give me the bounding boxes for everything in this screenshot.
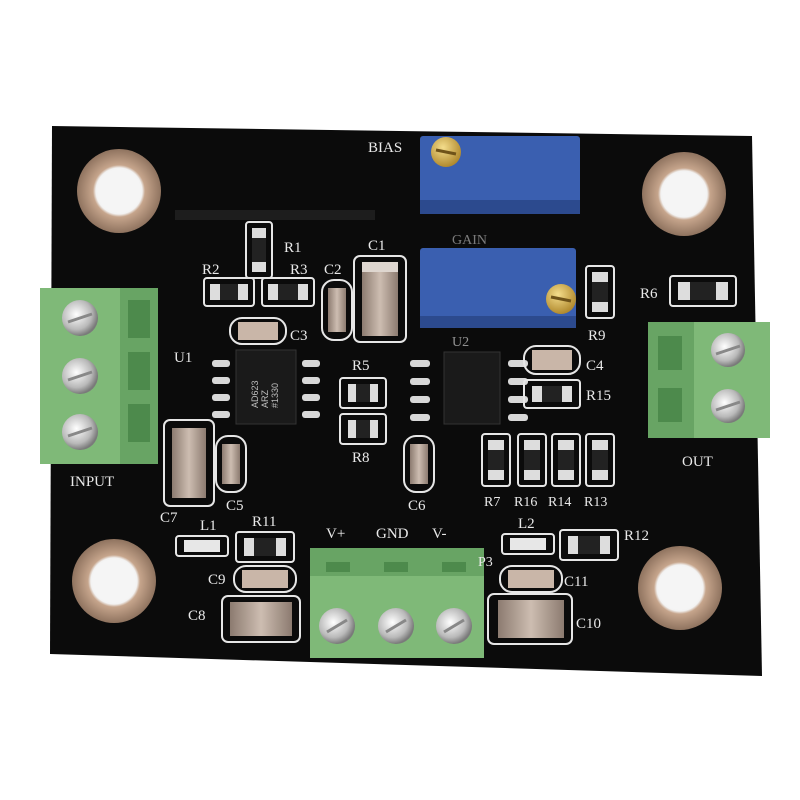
r1-resistor (245, 221, 273, 279)
r14-resistor (551, 433, 581, 487)
r3-label: R3 (290, 262, 308, 278)
input-terminal-block[interactable] (40, 288, 158, 464)
u2-label: U2 (452, 335, 469, 350)
c3-capacitor (229, 317, 287, 345)
l1-label: L1 (200, 518, 217, 534)
u1-marking-1: AD623 (250, 380, 260, 408)
c5-capacitor (215, 435, 247, 493)
c4-capacitor (523, 345, 581, 375)
r16-resistor (517, 433, 547, 487)
gnd-label: GND (376, 526, 409, 542)
r9-label: R9 (588, 328, 606, 344)
r8-label: R8 (352, 450, 370, 466)
c11-label: C11 (564, 574, 588, 590)
r8-resistor (339, 413, 387, 445)
c10-label: C10 (576, 616, 601, 632)
u1-label: U1 (174, 350, 192, 366)
r11-label: R11 (252, 514, 276, 530)
l1-inductor (175, 535, 229, 557)
mounting-hole-bottom-right (638, 546, 722, 630)
r1-label: R1 (284, 240, 302, 256)
input-label: INPUT (70, 474, 114, 490)
r7-resistor (481, 433, 511, 487)
mounting-hole-top-right (642, 152, 726, 236)
vplus-label: V+ (326, 526, 345, 542)
board-shadow-strip (175, 210, 375, 220)
r9-resistor (585, 265, 615, 319)
vminus-label: V- (432, 526, 446, 542)
c6-capacitor (403, 435, 435, 493)
r6-label: R6 (640, 286, 658, 302)
c2-capacitor (321, 279, 353, 341)
c1-label: C1 (368, 238, 386, 254)
gain-label: GAIN (452, 233, 487, 248)
r13-resistor (585, 433, 615, 487)
u1-marking-3: #1330 (270, 383, 280, 408)
r5-label: R5 (352, 358, 370, 374)
r5-resistor (339, 377, 387, 409)
r16-label: R16 (514, 495, 537, 510)
u1-marking-2: ARZ (260, 389, 270, 408)
l2-inductor (501, 533, 555, 555)
gain-potentiometer[interactable] (420, 248, 576, 328)
out-label: OUT (682, 454, 713, 470)
r12-label: R12 (624, 528, 649, 544)
bias-potentiometer[interactable] (420, 136, 580, 214)
r11-resistor (235, 531, 295, 563)
c8-label: C8 (188, 608, 206, 624)
u2-chip (410, 351, 528, 425)
r15-label: R15 (586, 388, 611, 404)
p3-label: P3 (478, 555, 493, 570)
r6-resistor (669, 275, 737, 307)
r2-resistor (203, 277, 255, 307)
c2-label: C2 (324, 262, 342, 278)
c9-label: C9 (208, 572, 226, 588)
c5-label: C5 (226, 498, 244, 514)
l2-label: L2 (518, 516, 535, 532)
bias-label: BIAS (368, 140, 402, 156)
r13-label: R13 (584, 495, 607, 510)
u1-chip: AD623 ARZ #1330 (212, 349, 320, 425)
r12-resistor (559, 529, 619, 561)
r15-resistor (523, 379, 581, 409)
c4-label: C4 (586, 358, 604, 374)
c10-capacitor (487, 593, 573, 645)
c7-capacitor (163, 419, 215, 507)
c1-capacitor (353, 255, 407, 343)
c3-label: C3 (290, 328, 308, 344)
power-terminal-block[interactable] (310, 548, 484, 658)
c9-capacitor (233, 565, 297, 593)
r7-label: R7 (484, 495, 500, 510)
r14-label: R14 (548, 495, 571, 510)
r2-label: R2 (202, 262, 220, 278)
mounting-hole-bottom-left (72, 539, 156, 623)
r3-resistor (261, 277, 315, 307)
c7-label: C7 (160, 510, 178, 526)
c6-label: C6 (408, 498, 426, 514)
out-terminal-block[interactable] (648, 322, 770, 438)
c11-capacitor (499, 565, 563, 593)
c8-capacitor (221, 595, 301, 643)
mounting-hole-top-left (77, 149, 161, 233)
